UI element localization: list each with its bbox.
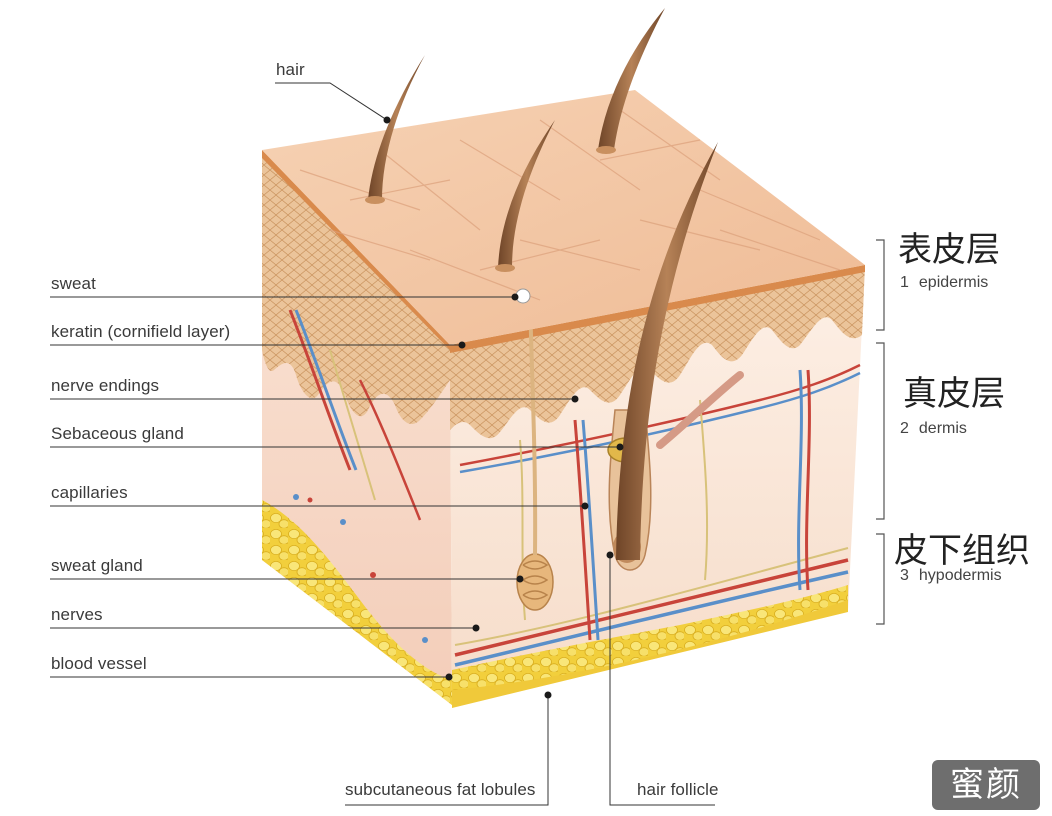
layer-brackets (876, 239, 885, 625)
label-capillaries: capillaries (51, 483, 128, 502)
label-blood-vessel: blood vessel (51, 654, 147, 673)
label-hair-follicle: hair follicle (637, 780, 719, 799)
layer-epidermis-cn: 表皮层 (898, 230, 1000, 270)
label-sebaceous-gland: Sebaceous gland (51, 424, 184, 443)
left-face (262, 150, 452, 705)
callout-lines (50, 82, 715, 806)
layer-hypodermis-cn: 皮下组织 (894, 531, 1030, 571)
label-nerve-endings: nerve endings (51, 376, 160, 395)
sweat-gland-coil (516, 299, 554, 611)
label-nerves: nerves (51, 605, 103, 624)
layer-dermis-cn: 真皮层 (903, 374, 1005, 414)
label-sweat-gland: sweat gland (51, 556, 143, 575)
label-sweat: sweat (51, 274, 96, 293)
top-face (262, 90, 865, 345)
callout-dots (383, 116, 624, 699)
label-fat-lobules: subcutaneous fat lobules (345, 780, 536, 799)
label-keratin: keratin (cornifield layer) (51, 322, 231, 341)
label-hair: hair (276, 60, 305, 79)
hairs (365, 8, 718, 560)
watermark-logo: 蜜颜 (932, 760, 1040, 810)
